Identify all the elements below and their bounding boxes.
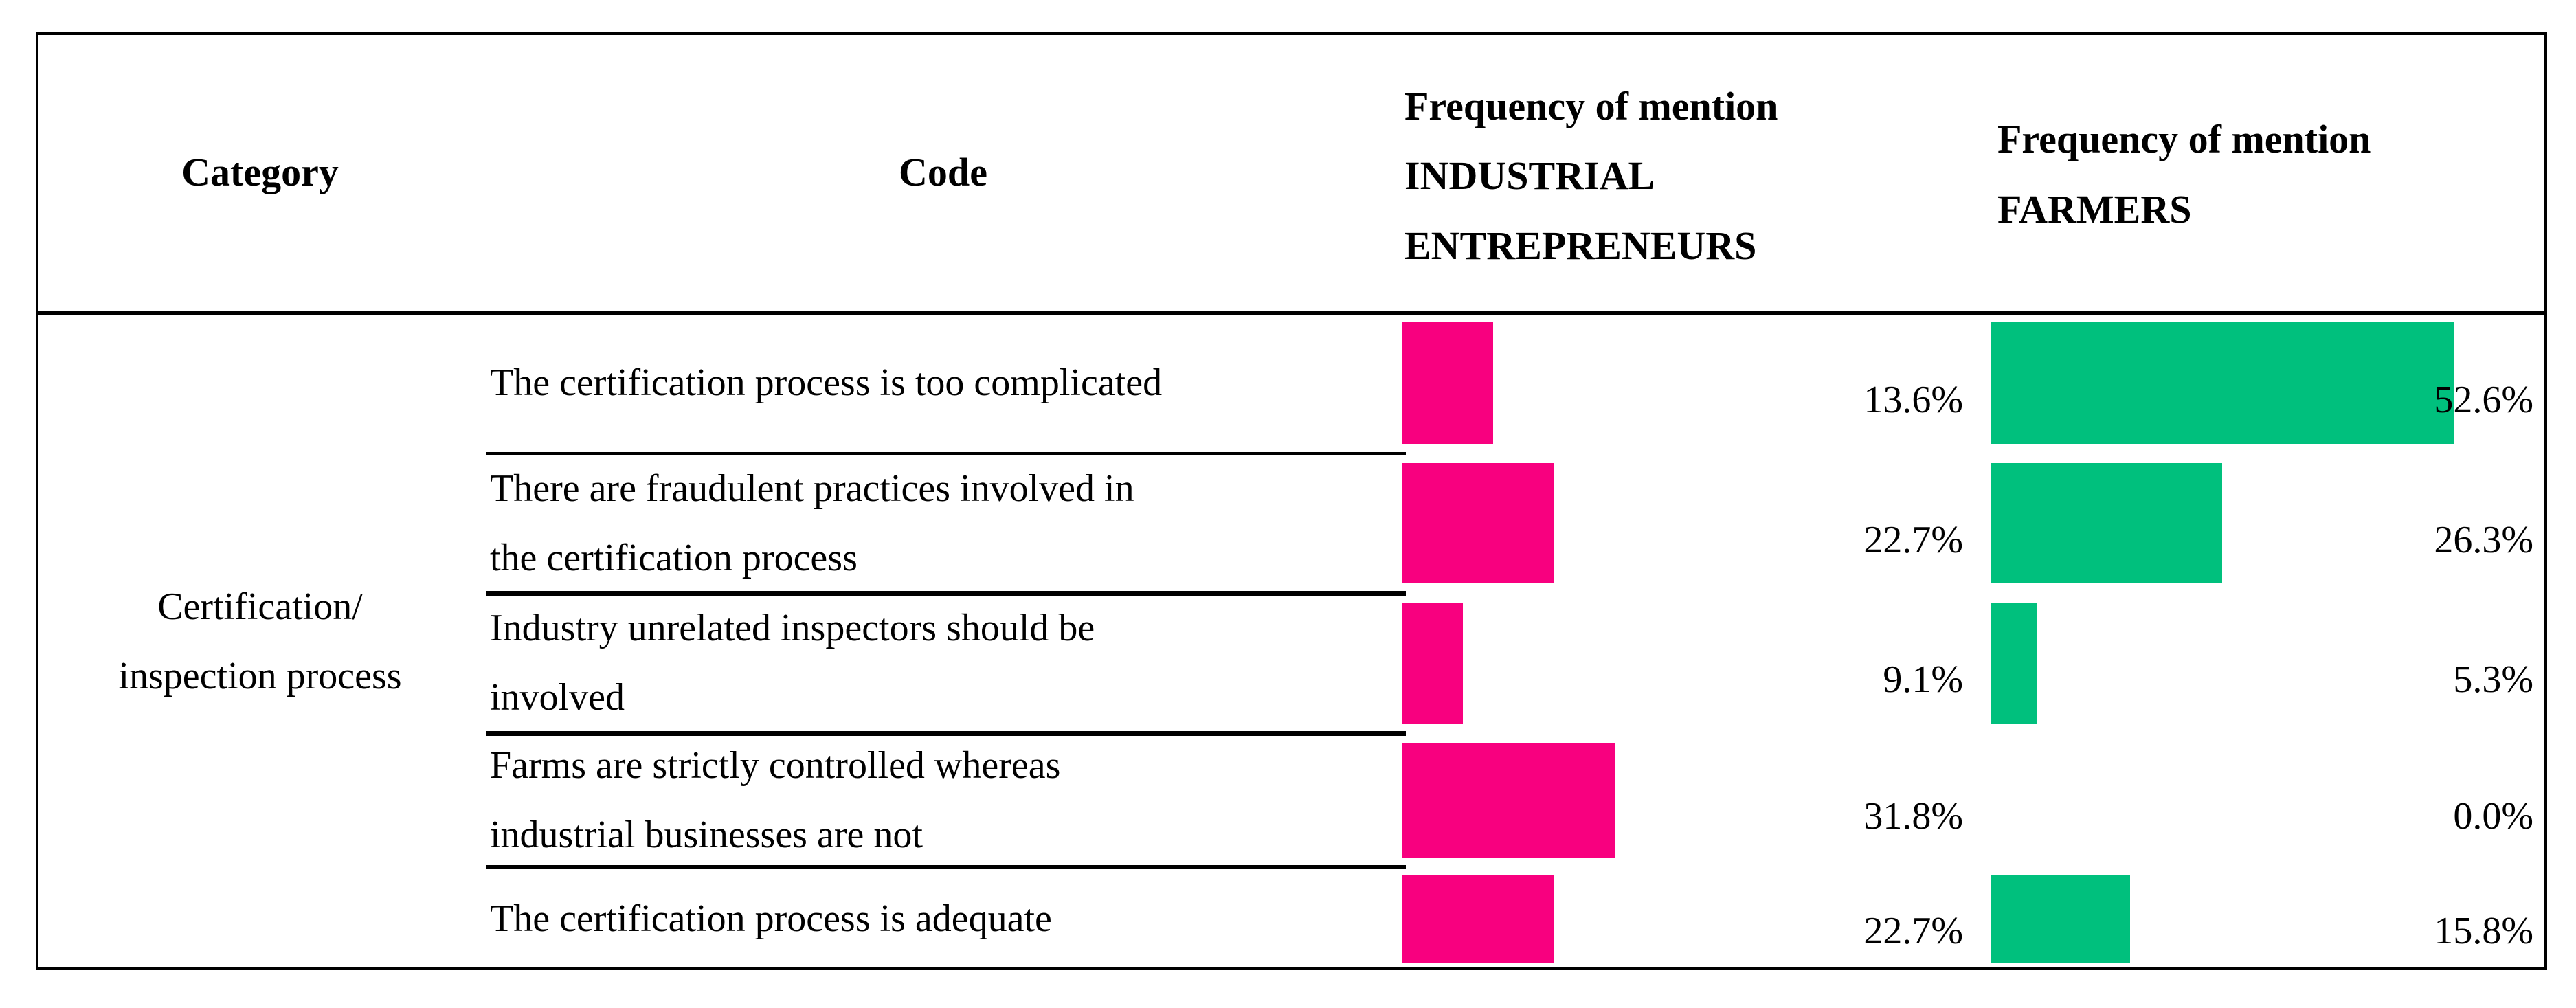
- row-separator-4: [486, 865, 1406, 869]
- industrial-value-row5: 22.7%: [1863, 910, 1963, 952]
- industrial-bar-row5: [1402, 874, 1554, 963]
- farmers-value-row1: 52.6%: [2434, 379, 2533, 422]
- farmers-bar-cell-row1: 52.6%: [1991, 313, 2547, 453]
- farmers-bar-row5: [1991, 874, 2130, 963]
- farmers-bar-cell-row5: 15.8%: [1991, 867, 2547, 970]
- farmers-bar-row2: [1991, 463, 2223, 583]
- farmers-bar-cell-row4: 0.0%: [1991, 733, 2547, 867]
- industrial-bar-cell-row4: 31.8%: [1402, 733, 1991, 867]
- farmers-value-row5: 15.8%: [2434, 910, 2533, 952]
- industrial-value-row2: 22.7%: [1863, 518, 1963, 561]
- farmers-value-row2: 26.3%: [2434, 518, 2533, 561]
- code-cell-row2: There are fraudulent practices involved …: [490, 467, 1134, 579]
- industrial-bar-cell-row2: 22.7%: [1402, 453, 1991, 593]
- header-cell-category: Category: [181, 150, 339, 195]
- header-cell-industrial: Frequency of mention INDUSTRIAL ENTREPRE…: [1404, 83, 1778, 268]
- category-cell: Certification/ inspection process: [118, 585, 402, 697]
- header-separator-line: [36, 311, 2547, 315]
- header-cell-farmers: Frequency of mention FARMERS: [1997, 117, 2371, 232]
- farmers-bar-row3: [1991, 603, 2037, 724]
- industrial-value-row4: 31.8%: [1863, 794, 1963, 838]
- farmers-value-row3: 5.3%: [2453, 658, 2533, 702]
- industrial-value-row3: 9.1%: [1883, 658, 1963, 702]
- header-cell-code: Code: [899, 150, 987, 195]
- farmers-bar-cell-row2: 26.3%: [1991, 453, 2547, 593]
- table-grid: Category Code Frequency of mention INDUS…: [36, 32, 2547, 970]
- industrial-bar-row3: [1402, 603, 1463, 724]
- code-cell-row1: The certification process is too complic…: [490, 361, 1163, 405]
- industrial-bar-cell-row3: 9.1%: [1402, 593, 1991, 733]
- industrial-bar-cell-row1: 13.6%: [1402, 313, 1991, 453]
- code-cell-row4: Farms are strictly controlled whereas in…: [490, 743, 1061, 856]
- industrial-bar-cell-row5: 22.7%: [1402, 867, 1991, 970]
- code-cell-row3: Industry unrelated inspectors should be …: [490, 607, 1095, 719]
- code-cell-row5: The certification process is adequate: [490, 897, 1052, 940]
- row-separator-2: [486, 591, 1406, 596]
- industrial-bar-row4: [1402, 742, 1615, 858]
- farmers-bar-row1: [1991, 322, 2454, 444]
- farmers-bar-cell-row3: 5.3%: [1991, 593, 2547, 733]
- industrial-value-row1: 13.6%: [1863, 379, 1963, 422]
- farmers-value-row4: 0.0%: [2453, 794, 2533, 838]
- industrial-bar-row1: [1402, 322, 1493, 444]
- row-separator-1: [486, 452, 1406, 455]
- frequency-table: Category Code Frequency of mention INDUS…: [36, 32, 2547, 970]
- industrial-bar-row2: [1402, 463, 1554, 583]
- row-separator-3: [486, 731, 1406, 736]
